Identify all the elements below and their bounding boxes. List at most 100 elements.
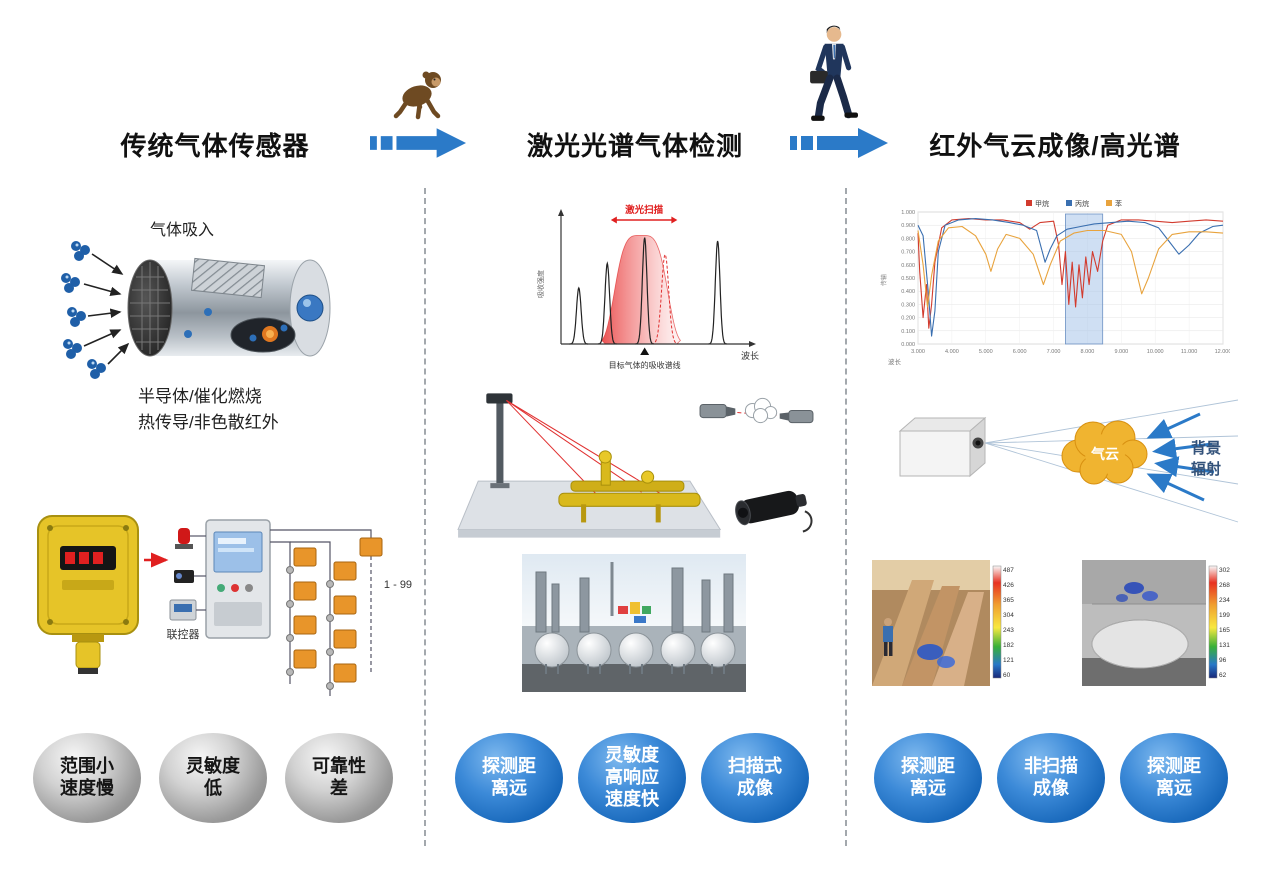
svg-text:302: 302 — [1219, 567, 1230, 574]
column-separator-2 — [845, 188, 847, 846]
stage2-title: 激光光谱气体检测 — [526, 131, 743, 161]
svg-text:426: 426 — [1003, 582, 1014, 589]
svg-text:0.500: 0.500 — [901, 276, 915, 282]
svg-text:62: 62 — [1219, 672, 1227, 679]
stage1-title: 传统气体传感器 — [120, 131, 310, 161]
sensor-mesh-face — [127, 259, 173, 357]
svg-text:365: 365 — [1003, 597, 1014, 604]
svg-text:0.300: 0.300 — [901, 302, 915, 308]
laser-scan-band — [601, 235, 681, 345]
svg-text:7.000: 7.000 — [1047, 349, 1061, 355]
absorption-peak — [708, 240, 728, 345]
evolution-arrow-2 — [790, 128, 888, 158]
svg-text:0.600: 0.600 — [901, 263, 915, 269]
worker-figure — [883, 618, 893, 656]
svg-text:0.700: 0.700 — [901, 250, 915, 256]
shifted-laser-line — [650, 253, 680, 345]
legend-label: 丙烷 — [1075, 199, 1089, 208]
svg-text:60: 60 — [1003, 672, 1011, 679]
gas-intake-label: 气体吸入 — [150, 222, 215, 239]
svg-text:199: 199 — [1219, 612, 1230, 619]
gas-detector-yellow — [37, 515, 139, 674]
control-panel — [205, 519, 271, 639]
svg-text:131: 131 — [1219, 642, 1230, 649]
svg-text:5.000: 5.000 — [979, 349, 993, 355]
svg-text:1.000: 1.000 — [901, 210, 915, 216]
open-path-detectors — [699, 397, 814, 424]
target-absorption-label: 目标气体的吸收谱线 — [609, 360, 681, 370]
gas-cloud — [1061, 420, 1148, 485]
drawback-badge-1: 范围小 速度慢 — [33, 733, 141, 823]
advantage-badge-3: 扫描式 成像 — [701, 733, 809, 823]
svg-text:12.000: 12.000 — [1215, 349, 1230, 355]
svg-text:243: 243 — [1003, 627, 1014, 634]
svg-text:268: 268 — [1219, 582, 1230, 589]
ir-transmission-spectrum-chart: 0.0000.1000.2000.3000.4000.5000.6000.700… — [880, 199, 1230, 366]
svg-text:8.000: 8.000 — [1081, 349, 1095, 355]
colored-units — [618, 602, 651, 623]
ir-imager-box — [898, 416, 987, 478]
series-丙烷 — [917, 218, 1224, 337]
absorption-peak — [635, 237, 655, 345]
series-苯 — [917, 225, 1224, 308]
sensor-tech-label: 半导体/催化燃烧 热传导/非色散红外 — [138, 387, 279, 432]
alarm-beacon — [175, 528, 193, 549]
svg-text:0.900: 0.900 — [901, 223, 915, 229]
svg-text:4.000: 4.000 — [945, 349, 959, 355]
thermal-scene — [1082, 560, 1206, 686]
relay-device — [174, 570, 194, 583]
background-radiation-arrows — [1146, 412, 1215, 502]
svg-text:0.100: 0.100 — [901, 329, 915, 335]
color-scale-bar — [1208, 565, 1218, 679]
absorption-peak — [569, 286, 589, 345]
drawback-badge-2: 灵敏度 低 — [159, 733, 267, 823]
svg-text:0.200: 0.200 — [901, 316, 915, 322]
businessman-icon — [810, 25, 858, 121]
y-axis-label: 吸收强度 — [536, 270, 545, 298]
cylinder-body — [150, 257, 331, 357]
stage3-title: 红外气云成像/高光谱 — [929, 131, 1181, 161]
gas-pipes — [558, 450, 701, 523]
x-axis-label: 波长 — [888, 357, 902, 366]
svg-text:9.000: 9.000 — [1114, 349, 1128, 355]
thermal-image-left: 487 426 365 304 243 182 121 60 — [872, 560, 1014, 686]
x-axis-label: 波长 — [741, 350, 759, 361]
svg-text:10.000: 10.000 — [1147, 349, 1164, 355]
legend-swatch — [1066, 200, 1072, 206]
advantage-badge-5: 非扫描 成像 — [997, 733, 1105, 823]
svg-text:234: 234 — [1219, 597, 1230, 604]
svg-text:0.400: 0.400 — [901, 289, 915, 295]
ir-camera — [735, 490, 807, 526]
gas-cloud-label: 气云 — [1090, 446, 1119, 462]
advantage-badge-1: 探测距 离远 — [455, 733, 563, 823]
column-separator-1 — [424, 188, 426, 846]
y-axis-label: 传输 — [880, 274, 888, 286]
remote-detectors — [286, 537, 383, 690]
laser-mast — [486, 393, 513, 489]
detector-range-label: 1 - 99 — [384, 579, 412, 591]
svg-text:304: 304 — [1003, 612, 1014, 619]
laser-detection-scene-illustration — [457, 393, 814, 538]
svg-text:165: 165 — [1219, 627, 1230, 634]
svg-text:6.000: 6.000 — [1013, 349, 1027, 355]
camera-cable — [802, 510, 813, 533]
svg-text:182: 182 — [1003, 642, 1014, 649]
color-scale-bar — [992, 565, 1002, 679]
legend-swatch — [1106, 200, 1112, 206]
range-label-bg — [380, 576, 416, 591]
legend-swatch — [1026, 200, 1032, 206]
monkey-icon — [393, 71, 441, 120]
intake-arrows — [83, 253, 130, 365]
thermal-image-right: 302 268 234 199 165 131 96 62 — [1082, 560, 1230, 686]
gas-alarm-system-illustration: 联控器 — [37, 515, 416, 696]
legend-label: 苯 — [1115, 199, 1122, 208]
svg-text:96: 96 — [1219, 657, 1227, 664]
svg-text:0.800: 0.800 — [901, 236, 915, 242]
drawback-badge-3: 可靠性 差 — [285, 733, 393, 823]
absorption-peak — [597, 261, 617, 345]
color-scale-labels: 302 268 234 199 165 131 96 62 — [1219, 567, 1230, 679]
series-甲烷 — [917, 218, 1224, 329]
spherical-tanks — [534, 632, 736, 674]
gas-cloud-imaging-illustration: 气云 — [898, 399, 1239, 523]
color-scale-labels: 487 426 365 304 243 182 121 60 — [1003, 567, 1014, 679]
